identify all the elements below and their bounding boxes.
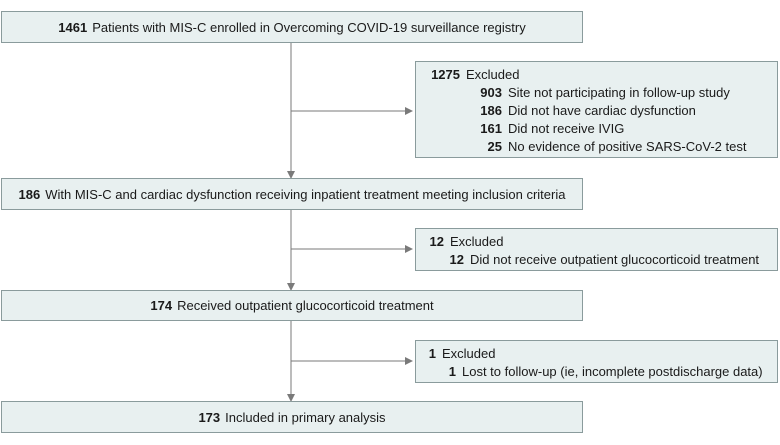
step-box-enrolled: 1461 Patients with MIS-C enrolled in Over…	[1, 11, 583, 43]
step-text: Received outpatient glucocorticoid treat…	[177, 298, 434, 313]
reason-text: Did not have cardiac dysfunction	[508, 103, 696, 118]
reason-count: 25	[487, 139, 502, 154]
excluded-count: 12	[429, 234, 444, 249]
step-box-inclusion: 186 With MIS-C and cardiac dysfunction re…	[1, 178, 583, 210]
step-text: Included in primary analysis	[225, 410, 386, 425]
excluded-label: Excluded	[442, 346, 496, 361]
step-count: 1461	[58, 20, 88, 35]
step-count: 173	[198, 410, 221, 425]
excluded-count: 1275	[431, 67, 460, 82]
excluded-count: 1	[428, 346, 436, 361]
reason-text: Lost to follow-up (ie, incomplete postdi…	[462, 364, 763, 379]
reason-count: 903	[480, 85, 502, 100]
reason-text: Did not receive IVIG	[508, 121, 625, 136]
reason-text: Site not participating in follow-up stud…	[508, 85, 730, 100]
reason-text: No evidence of positive SARS-CoV-2 test	[508, 139, 747, 154]
reason-count: 12	[449, 252, 464, 267]
step-count: 186	[18, 187, 41, 202]
step-count: 174	[150, 298, 173, 313]
step-box-treatment: 174 Received outpatient glucocorticoid tr…	[1, 290, 583, 321]
reason-count: 1	[448, 364, 456, 379]
step-text: With MIS-C and cardiac dysfunction recei…	[45, 187, 566, 202]
step-text: Patients with MIS-C enrolled in Overcomi…	[92, 20, 526, 35]
excluded-label: Excluded	[466, 67, 520, 82]
exclusion-box-1: 1275 Excluded 903 Site not participating i…	[415, 61, 778, 158]
reason-count: 186	[480, 103, 502, 118]
excluded-label: Excluded	[450, 234, 504, 249]
step-box-analysis: 173 Included in primary analysis	[1, 401, 583, 433]
reason-text: Did not receive outpatient glucocorticoi…	[470, 252, 760, 267]
reason-count: 161	[480, 121, 502, 136]
